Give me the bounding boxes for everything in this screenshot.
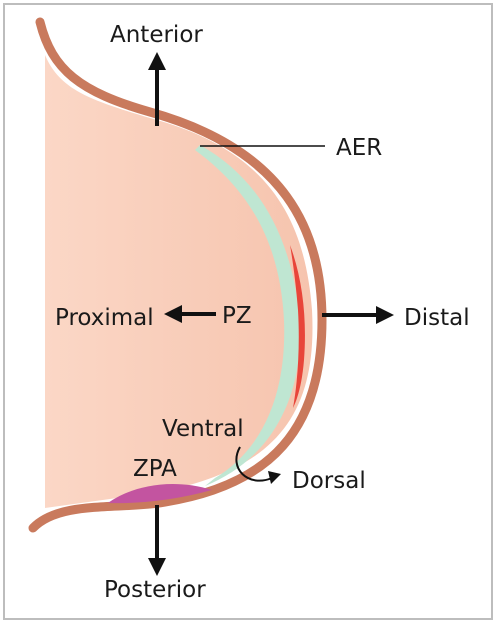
anterior-label: Anterior [110,22,203,48]
distal-label: Distal [404,305,470,331]
aer-band [290,245,305,408]
distal-arrowhead [376,306,394,324]
dorsal-label: Dorsal [292,468,366,494]
aer-label: AER [336,135,383,161]
zpa-region [108,484,212,504]
progress-zone-band [195,145,301,486]
limb-bud-mesenchyme [45,55,313,508]
proximal-label: Proximal [55,305,154,331]
zpa-label: ZPA [133,456,177,482]
proximal-arrowhead [164,305,182,323]
anterior-arrowhead [148,52,166,70]
posterior-arrowhead [148,558,166,576]
ventral-dorsal-arrow [235,446,273,482]
ventral-dorsal-arrowhead [268,471,281,484]
ectoderm-outline [28,17,327,533]
pz-label: PZ [222,303,252,329]
posterior-label: Posterior [104,577,206,603]
ventral-label: Ventral [162,416,244,442]
